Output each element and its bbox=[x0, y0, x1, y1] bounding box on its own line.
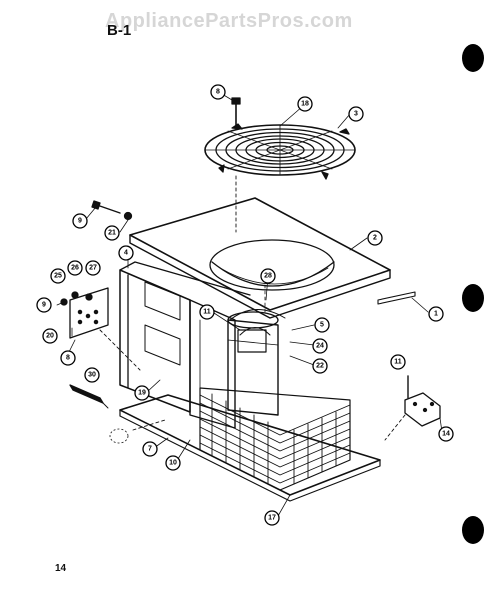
callout: 18 bbox=[297, 96, 313, 112]
svg-text:14: 14 bbox=[442, 431, 450, 438]
top-panel-screw bbox=[91, 200, 133, 221]
svg-text:9: 9 bbox=[78, 218, 82, 225]
page-number: 14 bbox=[55, 563, 67, 574]
svg-text:7: 7 bbox=[148, 446, 152, 453]
callout: 11 bbox=[390, 354, 406, 370]
svg-text:26: 26 bbox=[71, 265, 79, 272]
top-panel bbox=[129, 197, 391, 319]
callout-group: 8 18 3 9 21 2 4 25 26 27 9 28 11 5 24 1 … bbox=[36, 84, 454, 526]
svg-text:21: 21 bbox=[108, 230, 116, 237]
callout: 30 bbox=[84, 367, 100, 383]
svg-text:20: 20 bbox=[46, 333, 54, 340]
callout: 14 bbox=[438, 426, 454, 442]
callout: 20 bbox=[42, 328, 58, 344]
callout: 7 bbox=[142, 441, 158, 457]
callout: 26 bbox=[67, 260, 83, 276]
svg-text:18: 18 bbox=[301, 101, 309, 108]
svg-text:3: 3 bbox=[354, 111, 358, 118]
svg-text:5: 5 bbox=[320, 322, 324, 329]
callout: 4 bbox=[118, 245, 134, 261]
svg-text:4: 4 bbox=[124, 250, 128, 257]
svg-text:8: 8 bbox=[216, 89, 220, 96]
control-box bbox=[229, 279, 286, 353]
condenser-coil bbox=[199, 387, 351, 491]
trim-strip bbox=[377, 291, 416, 305]
callout: 8 bbox=[210, 84, 226, 100]
fan-guard-screw bbox=[231, 97, 241, 126]
callout: 1 bbox=[428, 306, 444, 322]
compressor-assembly bbox=[227, 311, 279, 416]
callout: 21 bbox=[104, 225, 120, 241]
corner-bracket bbox=[404, 375, 441, 427]
callout: 10 bbox=[165, 455, 181, 471]
bracket-reference-ring bbox=[109, 428, 129, 444]
callout: 3 bbox=[348, 106, 364, 122]
svg-text:27: 27 bbox=[89, 265, 97, 272]
mounting-rail bbox=[69, 384, 109, 409]
section-label: B-1 bbox=[107, 22, 132, 39]
svg-text:17: 17 bbox=[268, 515, 276, 522]
punch-hole-bottom bbox=[462, 516, 484, 544]
watermark: AppliancePartsPros.com bbox=[105, 10, 353, 32]
svg-text:30: 30 bbox=[88, 372, 96, 379]
svg-text:11: 11 bbox=[203, 309, 211, 316]
callout: 28 bbox=[260, 268, 276, 284]
svg-text:2: 2 bbox=[373, 235, 377, 242]
callout: 9 bbox=[72, 213, 88, 229]
callout: 9 bbox=[36, 297, 52, 313]
callout: 8 bbox=[60, 350, 76, 366]
base-pan bbox=[119, 394, 381, 502]
svg-text:11: 11 bbox=[394, 359, 402, 366]
callout: 5 bbox=[314, 317, 330, 333]
callout: 19 bbox=[134, 385, 150, 401]
callout: 2 bbox=[367, 230, 383, 246]
svg-text:22: 22 bbox=[316, 363, 324, 370]
callout: 25 bbox=[50, 268, 66, 284]
callout: 24 bbox=[312, 338, 328, 354]
punch-hole-middle bbox=[462, 284, 484, 312]
junction-bracket bbox=[60, 287, 109, 339]
callout: 11 bbox=[199, 304, 215, 320]
svg-text:9: 9 bbox=[42, 302, 46, 309]
callout: 22 bbox=[312, 358, 328, 374]
svg-text:28: 28 bbox=[264, 273, 272, 280]
fan-guard-grille bbox=[204, 123, 356, 180]
svg-text:24: 24 bbox=[316, 343, 324, 350]
svg-text:19: 19 bbox=[138, 390, 146, 397]
callout: 17 bbox=[264, 510, 280, 526]
punch-hole-top bbox=[462, 44, 484, 72]
svg-text:10: 10 bbox=[169, 460, 177, 467]
side-panel bbox=[119, 261, 251, 413]
svg-text:1: 1 bbox=[434, 311, 438, 318]
svg-text:8: 8 bbox=[66, 355, 70, 362]
svg-text:25: 25 bbox=[54, 273, 62, 280]
callout: 27 bbox=[85, 260, 101, 276]
